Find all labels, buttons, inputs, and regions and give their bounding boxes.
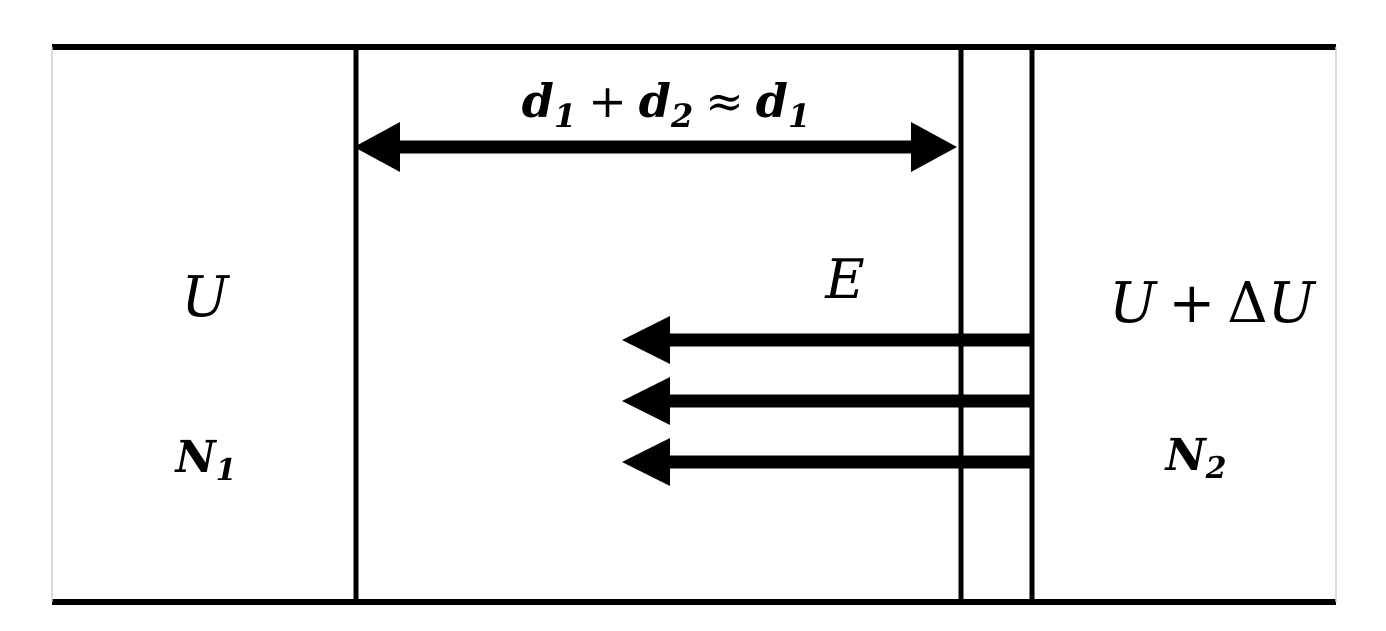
right-potential-u2: U bbox=[1268, 271, 1317, 336]
distance-approx: ≈ bbox=[705, 74, 744, 128]
right-potential-u: U bbox=[1109, 271, 1158, 336]
right-potential-delta: Δ bbox=[1227, 271, 1267, 336]
left-potential-label: U bbox=[181, 265, 230, 330]
left-density-label: N1 bbox=[173, 432, 236, 488]
distance-plus: + bbox=[588, 74, 627, 128]
field-arrow-1 bbox=[622, 316, 1032, 364]
field-arrow-2 bbox=[622, 377, 1032, 425]
right-density-n: N bbox=[1163, 430, 1207, 481]
right-potential-plus: + bbox=[1168, 271, 1215, 336]
right-density-label: N2 bbox=[1163, 430, 1226, 486]
distance-d3: d bbox=[756, 74, 788, 128]
distance-sub3: 1 bbox=[788, 97, 810, 135]
distance-sub2: 2 bbox=[670, 97, 693, 135]
field-arrow-3 bbox=[622, 438, 1032, 486]
distance-d2: d bbox=[639, 74, 671, 128]
distance-sub1: 1 bbox=[554, 97, 576, 135]
field-label: E bbox=[824, 248, 864, 311]
distance-d1: d bbox=[522, 74, 554, 128]
distance-label: d1+d2≈d1 bbox=[522, 74, 810, 135]
right-density-sub: 2 bbox=[1205, 451, 1227, 486]
distance-arrowhead-left bbox=[354, 122, 400, 172]
left-density-n: N bbox=[173, 432, 217, 483]
distance-arrowhead-right bbox=[911, 122, 957, 172]
distance-double-arrow bbox=[354, 122, 957, 172]
right-potential-label: U+ΔU bbox=[1109, 271, 1317, 336]
left-density-sub: 1 bbox=[216, 453, 237, 488]
